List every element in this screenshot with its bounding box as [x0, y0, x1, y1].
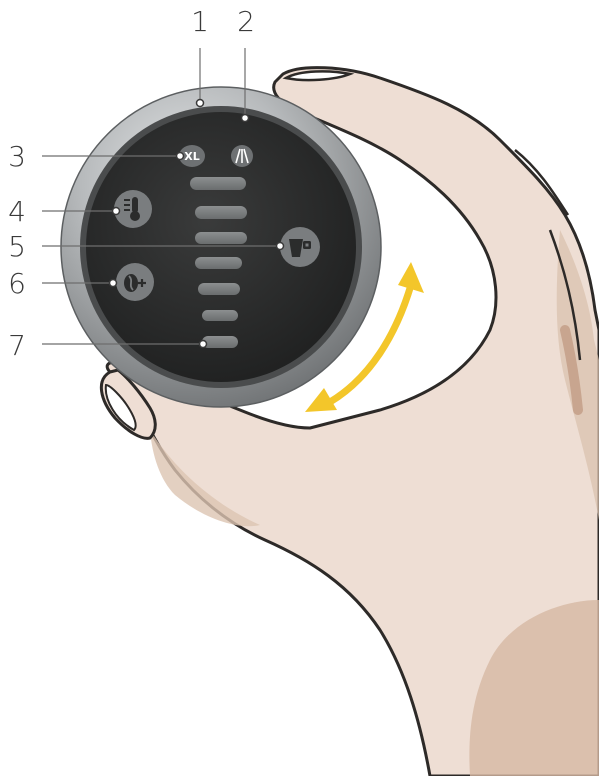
finger-crease: [560, 325, 583, 415]
callout-number-5: 5: [8, 230, 26, 263]
knuckle-crease: [514, 149, 570, 216]
callout-dot-4: [111, 206, 121, 216]
callout-dot-3: [175, 151, 185, 161]
level-bar: [198, 283, 240, 295]
dial-face: [86, 112, 356, 382]
hand-shadow-wrist: [469, 600, 599, 776]
thumb: [99, 368, 157, 440]
arrow-head-up-icon: [398, 262, 424, 293]
rotation-arrow: [305, 262, 424, 412]
callout-number-4: 4: [8, 195, 26, 228]
descaling-icon: [235, 148, 249, 164]
level-bar: [195, 206, 247, 219]
callout-dot-2: [240, 113, 250, 123]
xl-label: XL: [184, 150, 200, 163]
callout-number-6: 6: [8, 267, 26, 300]
coffee-bean-plus-icon: [124, 274, 146, 292]
cup-icon: [289, 239, 311, 257]
control-dial[interactable]: XL: [60, 86, 382, 408]
xl-indicator: XL: [179, 145, 205, 167]
callout-dots: [108, 98, 285, 349]
callout-numbers: 1 2 3 4 5 6 7: [8, 5, 255, 362]
thermometer-icon: [124, 197, 140, 221]
level-bar: [195, 257, 242, 269]
level-bar-lowest: [202, 336, 238, 348]
callout-number-7: 7: [8, 329, 26, 362]
temperature-button[interactable]: [114, 190, 152, 228]
arrow-head-down-icon: [305, 388, 337, 412]
callout-dot-6: [108, 278, 118, 288]
hand-shadow-thumb: [150, 430, 260, 527]
finger-crease: [548, 229, 582, 361]
level-bar: [195, 232, 247, 244]
callout-dot-7: [198, 339, 208, 349]
hand: [99, 66, 599, 776]
rotation-arrow-shaft: [326, 281, 415, 406]
callout-number-3: 3: [8, 140, 26, 173]
index-fingernail: [282, 70, 355, 82]
callout-dot-1: [195, 98, 205, 108]
callout-dot-5: [275, 241, 285, 251]
callout-number-2: 2: [237, 5, 255, 38]
level-indicator: [190, 177, 247, 348]
callout-number-1: 1: [191, 5, 209, 38]
level-bar: [202, 310, 238, 321]
callout-lines: [42, 48, 280, 345]
intensity-button[interactable]: [116, 263, 154, 301]
level-bar: [190, 177, 246, 190]
descaling-indicator: [231, 145, 253, 167]
cup-button[interactable]: [280, 227, 320, 267]
thumbnail: [104, 383, 137, 432]
